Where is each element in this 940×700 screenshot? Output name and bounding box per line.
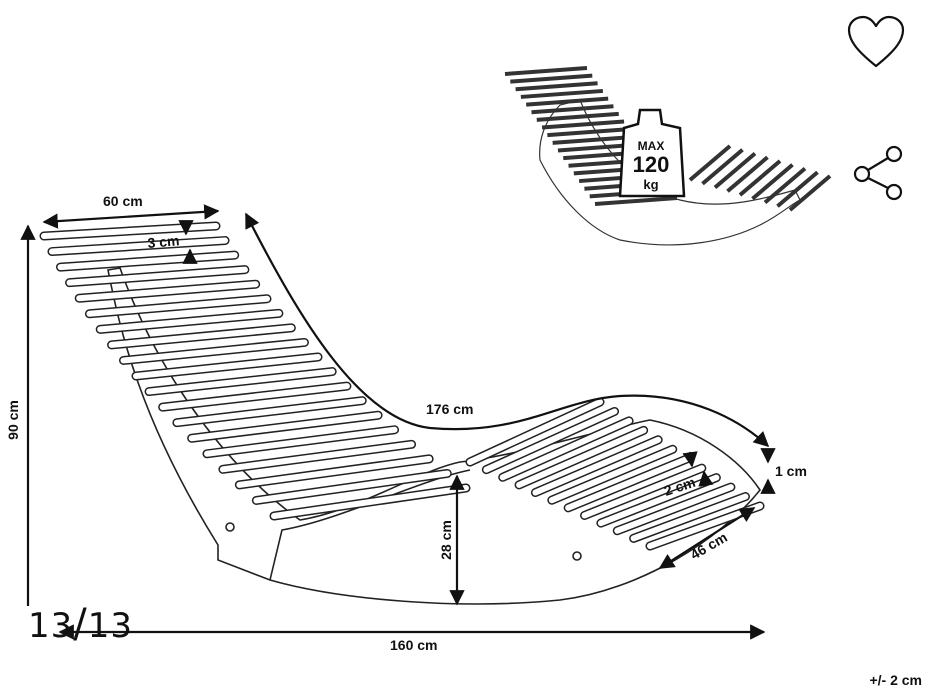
weight-tag-unit: kg — [643, 177, 658, 192]
counter-separator: / — [73, 601, 88, 647]
inset-slat — [515, 81, 598, 92]
slat-face — [565, 455, 691, 511]
dim-height-seat: 28 cm — [438, 520, 454, 560]
slat-face — [236, 455, 433, 488]
dim-height-total: 90 cm — [5, 400, 21, 440]
slat-face — [271, 485, 469, 519]
dimension-lines — [20, 204, 776, 640]
share-icon[interactable] — [852, 144, 906, 202]
slat-face — [467, 399, 603, 465]
slat-face — [219, 441, 415, 473]
image-counter: 13/13 — [28, 604, 133, 644]
slat-face — [253, 470, 451, 504]
inset-slat — [594, 196, 678, 206]
inset-slat — [536, 111, 619, 122]
slat-face — [66, 266, 248, 286]
slat-face — [548, 446, 676, 504]
dim-length-curve: 176 cm — [426, 401, 473, 417]
weight-tag-value: 120 — [633, 152, 670, 177]
inset-slat — [510, 73, 593, 84]
inset-slat — [552, 134, 635, 145]
inset-slat — [701, 148, 744, 186]
tolerance-note: +/- 2 cm — [869, 672, 922, 688]
inset-slat — [713, 151, 757, 190]
inset-slat — [738, 159, 782, 197]
slat-face — [97, 310, 282, 333]
weight-tag-max: MAX — [638, 139, 665, 153]
slat-face — [48, 237, 229, 255]
slat-face — [532, 436, 662, 496]
inset-slat — [541, 119, 625, 130]
inset-slat — [531, 104, 614, 115]
weight-tag: MAX 120 kg — [618, 108, 686, 198]
heart-icon[interactable] — [846, 14, 906, 72]
counter-current: 13 — [28, 606, 74, 646]
inset-slat — [526, 96, 609, 107]
inset-slat — [726, 155, 769, 193]
inset-slat — [763, 166, 807, 205]
frame-hole — [572, 551, 582, 561]
inset-slat — [688, 144, 732, 182]
dim-length-base: 160 cm — [390, 637, 437, 653]
slat-face — [76, 281, 259, 302]
slat-face — [581, 465, 705, 519]
dim-slat-thickness: 1 cm — [775, 463, 807, 479]
dim-slat-gap: 3 cm — [147, 232, 180, 251]
slat-face — [57, 252, 238, 271]
slat-face — [597, 474, 720, 527]
inset-slat — [520, 88, 604, 99]
frame-hole — [225, 522, 235, 532]
inset-slat — [504, 66, 588, 76]
lounger-drawing — [39, 221, 765, 605]
inset-slat — [547, 127, 630, 138]
slat-face — [86, 295, 270, 317]
inset-slat — [751, 163, 794, 201]
inset-slat — [788, 174, 832, 212]
counter-total: 13 — [87, 606, 134, 646]
dim-width-top: 60 cm — [103, 193, 143, 209]
slats — [39, 221, 765, 551]
inset-slat — [776, 170, 819, 208]
